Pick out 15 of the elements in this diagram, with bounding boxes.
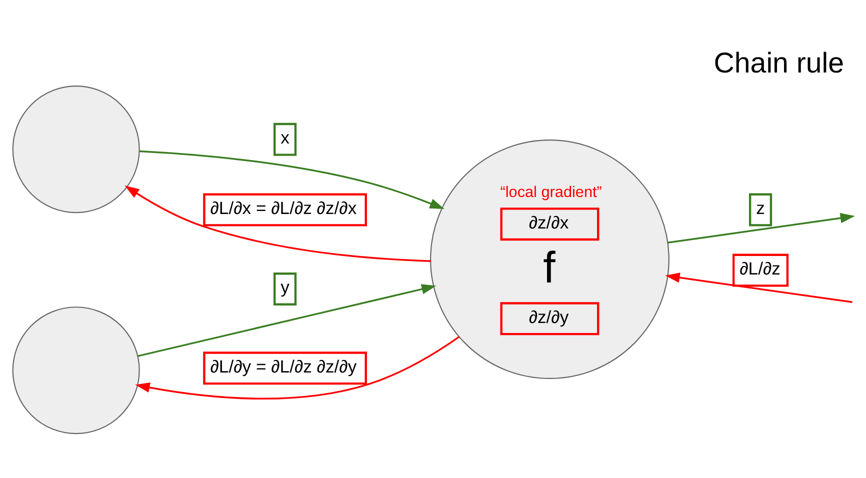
edge-label: z (756, 197, 765, 218)
arrow (135, 336, 460, 399)
diagram-title: Chain rule (714, 47, 844, 80)
arrow (665, 272, 852, 303)
edge-label: y (280, 276, 290, 297)
arrow (139, 150, 444, 209)
edge-label: x (280, 127, 290, 148)
edge-label: ∂L/∂z (740, 258, 780, 278)
edge-label: ∂L/∂y = ∂L/∂z ∂z/∂y (210, 356, 357, 376)
node-circle (12, 306, 140, 434)
arrow (124, 185, 431, 262)
edge-label: ∂L/∂x = ∂L/∂z ∂z/∂x (210, 197, 357, 218)
arrow (668, 212, 855, 244)
arrow (138, 284, 436, 356)
node-circle: “local gradient” ∂z/∂x f ∂z/∂y (430, 139, 670, 379)
